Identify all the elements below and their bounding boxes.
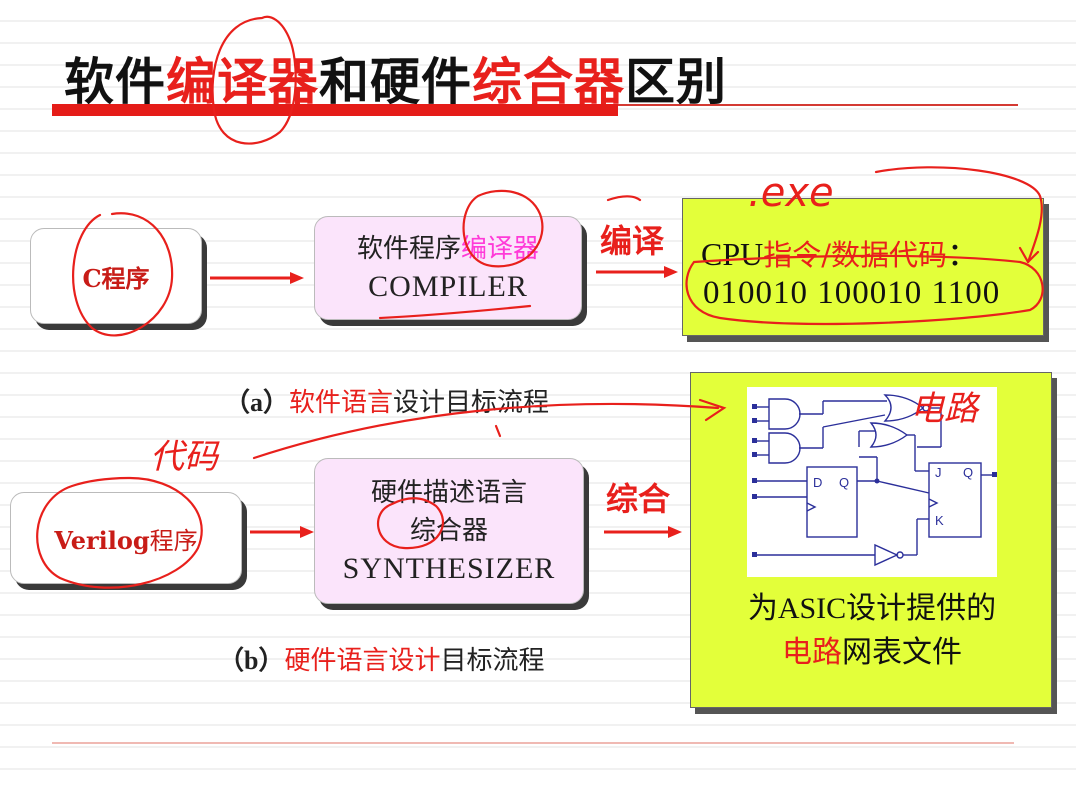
- caption-b-label: （b）: [218, 646, 285, 675]
- netlist-asic: ASIC: [777, 592, 847, 625]
- circuit-diagram: D Q J Q K: [747, 387, 997, 577]
- caption-a: （a）软件语言设计目标流程: [224, 382, 549, 419]
- netlist-prefix: 为: [747, 591, 778, 626]
- caption-a-black: 设计目标流程: [393, 388, 550, 418]
- binary-code: 010010 100010 1100: [703, 275, 1001, 311]
- ff1-d-label: D: [813, 475, 822, 490]
- title-part1: 软件: [64, 53, 166, 111]
- compiler-en: COMPILER: [368, 270, 528, 303]
- title-part3: 和硬件: [319, 53, 472, 111]
- footer-divider: [52, 742, 1014, 744]
- ff2-k-label: K: [935, 513, 944, 528]
- compile-arrow-label: 编译: [600, 222, 665, 260]
- compiler-cn: 软件程序编译器: [357, 230, 539, 268]
- cpu-output-cn: 指令/数据代码: [763, 238, 948, 272]
- netlist-line2: 电路网表文件: [691, 631, 1053, 675]
- synth-en: SYNTHESIZER: [342, 552, 556, 585]
- synthesize-arrow-label: 综合: [606, 480, 671, 518]
- c-program-label: C程序: [82, 263, 150, 293]
- c-program-box: C程序: [30, 228, 202, 324]
- circuit-background: [747, 387, 997, 577]
- ff2-j-label: J: [935, 465, 942, 480]
- ff1-q-label: Q: [839, 475, 849, 490]
- title-part4: 综合器: [472, 53, 625, 111]
- arrow-b1: [250, 526, 314, 538]
- verilog-label-cn: 程序: [149, 526, 198, 555]
- caption-a-red: 软件语言: [289, 388, 394, 418]
- title-accent-bar: [52, 104, 618, 116]
- caption-b: （b）硬件语言设计目标流程: [218, 640, 545, 677]
- netlist-output-box: D Q J Q K 为ASIC设计提供的 电路网表文件: [690, 372, 1052, 708]
- title-part5: 区别: [625, 53, 727, 111]
- netlist-file-word: 网表文件: [842, 635, 962, 670]
- arrow-a2: [596, 266, 678, 278]
- compiler-cn-highlight: 编译器: [461, 234, 540, 264]
- verilog-label-en: Verilog: [54, 525, 150, 555]
- cpu-colon: ：: [947, 236, 980, 272]
- cpu-label: CPU: [701, 236, 764, 272]
- synth-cn-line2: 综合器: [409, 516, 488, 546]
- netlist-suffix: 设计提供的: [846, 591, 997, 626]
- cpu-output-box: CPU指令/数据代码： 010010 100010 1100: [682, 198, 1044, 336]
- arrow-b2: [604, 526, 682, 538]
- netlist-description: 为ASIC设计提供的 电路网表文件: [691, 587, 1053, 675]
- arrow-a1: [210, 272, 304, 284]
- caption-b-black: 目标流程: [440, 646, 545, 676]
- verilog-program-box: Verilog程序: [10, 492, 242, 584]
- annotation-code: 代码: [150, 437, 220, 477]
- compiler-box: 软件程序编译器 COMPILER: [314, 216, 582, 320]
- compiler-cn-plain: 软件程序: [356, 234, 461, 264]
- netlist-circuit-word: 电路: [782, 635, 842, 670]
- netlist-line1: 为ASIC设计提供的: [691, 587, 1053, 631]
- title-part2: 编译器: [166, 53, 319, 111]
- synthesizer-box: 硬件描述语言 综合器 SYNTHESIZER: [314, 458, 584, 604]
- ff2-q-label: Q: [963, 465, 973, 480]
- cpu-output-heading: CPU指令/数据代码：: [701, 229, 979, 275]
- verilog-program-label: Verilog程序: [54, 521, 197, 556]
- synth-cn-line1: 硬件描述语言: [370, 478, 527, 508]
- caption-a-label: （a）: [224, 388, 290, 417]
- caption-b-red: 硬件语言设计: [284, 646, 441, 676]
